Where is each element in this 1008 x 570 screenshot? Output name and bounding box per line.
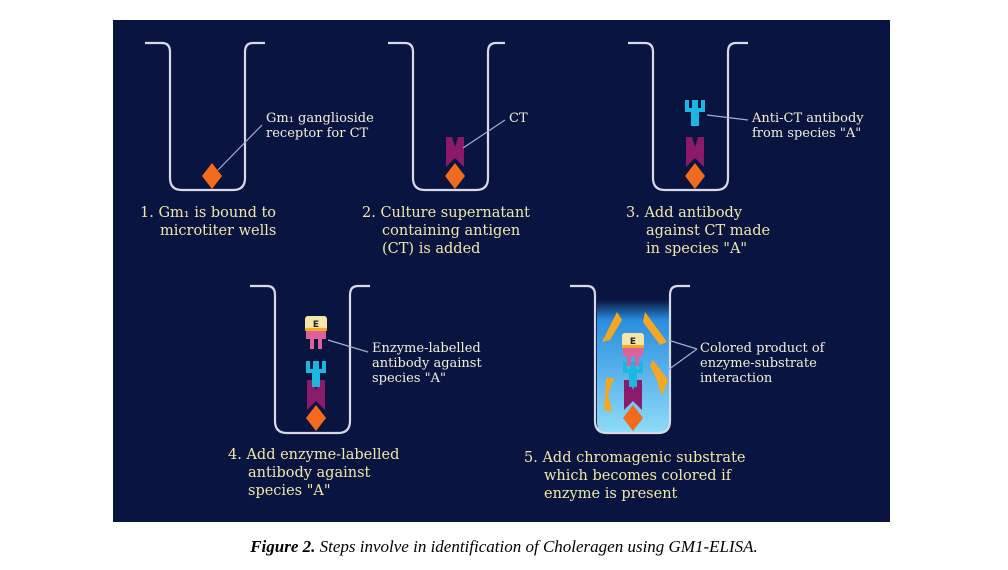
microtiter-well bbox=[145, 41, 265, 192]
caption-text: Steps involve in identification of Chole… bbox=[315, 537, 758, 556]
figure-number: Figure 2. bbox=[250, 537, 316, 556]
enzyme-letter: E bbox=[313, 320, 319, 330]
microtiter-well bbox=[388, 41, 505, 192]
microtiter-well bbox=[570, 284, 690, 435]
step-2-label: CT bbox=[509, 111, 528, 126]
enzyme-letter: E bbox=[630, 337, 636, 347]
colored-product bbox=[602, 312, 668, 412]
microtiter-well bbox=[628, 41, 748, 192]
diagram-panel bbox=[113, 20, 890, 522]
figure-caption: Figure 2. Steps involve in identificatio… bbox=[0, 537, 1008, 557]
microtiter-well bbox=[250, 284, 370, 435]
